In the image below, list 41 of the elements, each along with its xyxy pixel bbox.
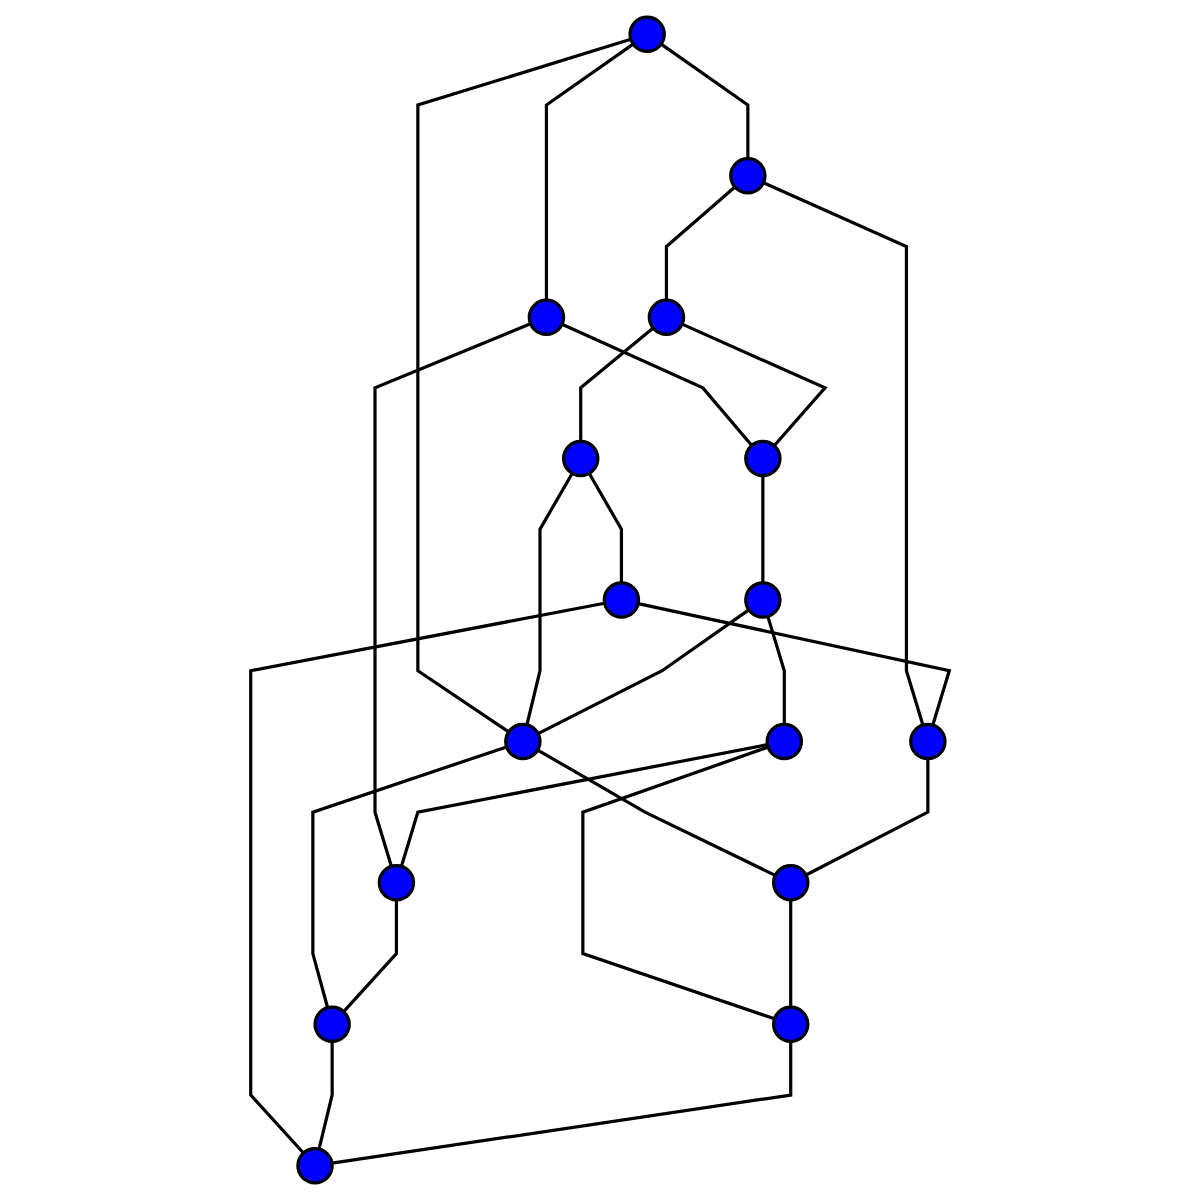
connector-line [637,602,952,726]
connector-line [544,42,635,300]
connector-line [762,181,925,726]
connector-line [660,42,750,159]
node-circle [744,439,782,478]
connector-line [766,615,786,725]
node-circle [602,581,641,619]
connector-line [561,322,753,447]
connector-line [587,472,624,583]
connector-line [537,608,750,736]
node-circle [765,722,804,761]
connector-line [681,322,828,447]
connector-line [399,743,768,867]
node-circle [729,156,767,195]
connector-line [311,745,508,1009]
node-circle [771,1005,810,1044]
connector-line [342,900,399,1013]
connector-line [373,322,532,867]
connector-line [317,1041,334,1150]
connector-line [805,758,930,877]
connector-line [525,472,574,726]
node-circle [647,298,686,336]
connector-line [664,185,736,300]
connector-line [581,745,775,1021]
node-circle [504,722,542,761]
node-circle [628,15,666,54]
node-circle [527,298,566,336]
connector-line [579,326,655,442]
node-circle [744,581,782,619]
node-circle [313,1005,351,1044]
connector-line [416,37,632,734]
connector-line [331,1041,793,1165]
node-circle [771,864,810,902]
node-circle [561,439,600,478]
connector-line [536,748,776,877]
node-circle [909,722,947,761]
connector-line [789,900,793,1008]
node-circle [377,864,416,902]
connector-line [761,475,765,583]
node-circle [296,1146,334,1185]
connector-line [249,601,605,1155]
